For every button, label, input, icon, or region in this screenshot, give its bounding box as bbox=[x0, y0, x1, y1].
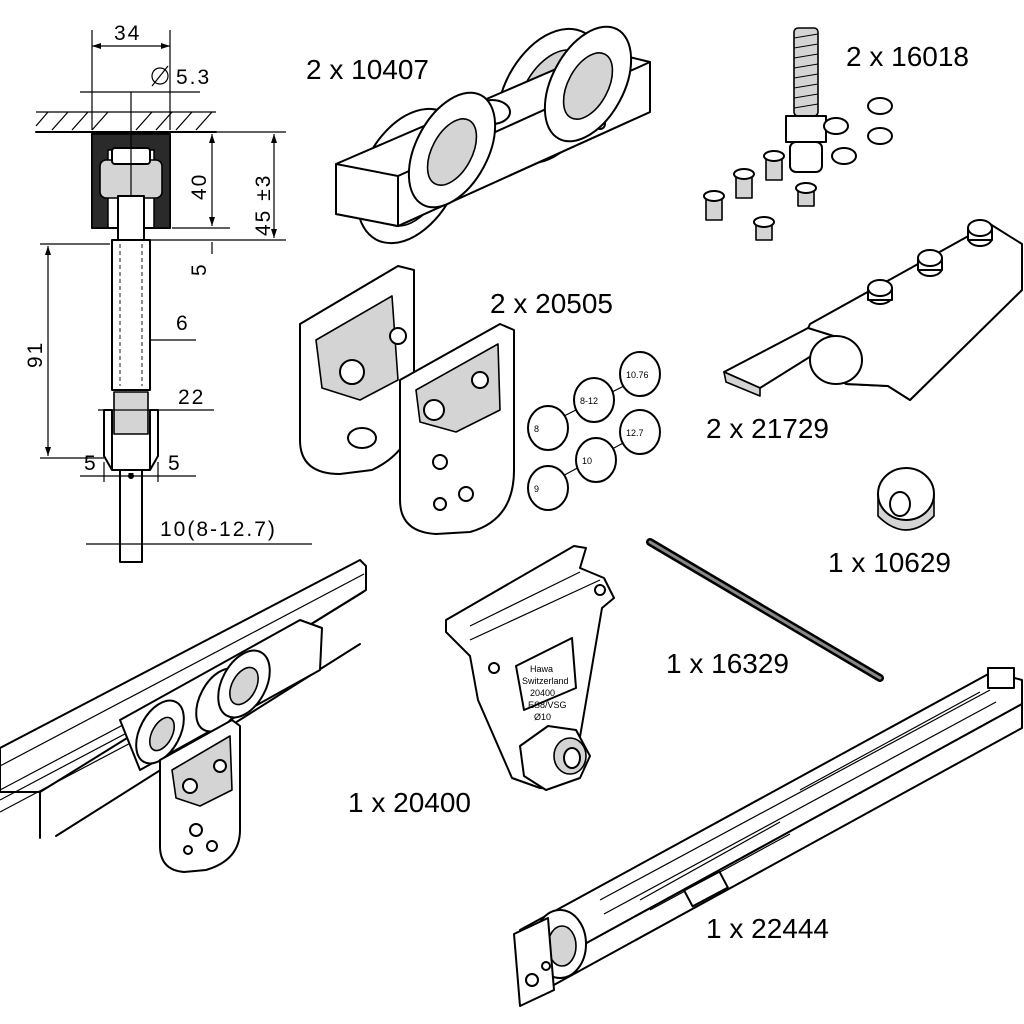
part-16018-bolt-set bbox=[703, 27, 893, 241]
dim-5-gap: 5 bbox=[188, 262, 211, 276]
svg-text:12.7: 12.7 bbox=[626, 428, 644, 438]
svg-text:9: 9 bbox=[534, 484, 539, 494]
part-21729-catch bbox=[723, 219, 1023, 401]
svg-text:10.76: 10.76 bbox=[626, 370, 649, 380]
label-10407: 2 x 10407 bbox=[306, 54, 429, 85]
dim-5-left: 5 bbox=[84, 452, 98, 475]
part-20400-hanger: Hawa Switzerland 20400 ES8/VSG Ø10 bbox=[445, 545, 615, 791]
dim-glass-thickness: 10(8-12.7) bbox=[160, 518, 277, 541]
svg-text:8-12: 8-12 bbox=[580, 396, 598, 406]
assembled-track-illustration bbox=[0, 559, 367, 873]
hanger-text-es8: ES8/VSG bbox=[528, 700, 567, 710]
part-10407-roller-carriage bbox=[335, 25, 651, 245]
dim-45: 45 ±3 bbox=[252, 174, 275, 236]
dim-5-right: 5 bbox=[168, 452, 182, 475]
dim-91: 91 bbox=[24, 341, 47, 368]
hanger-text-dia: Ø10 bbox=[534, 712, 551, 722]
hanger-text-code: 20400 bbox=[530, 688, 555, 698]
ceiling-hatch bbox=[35, 111, 217, 133]
label-10629: 1 x 10629 bbox=[828, 547, 951, 578]
part-16329-rod bbox=[646, 538, 884, 682]
glass-panel bbox=[119, 469, 143, 563]
cross-section-drawing: 34 5.3 40 45 ±3 5 91 6 22 5 5 10(8-12.7) bbox=[24, 22, 312, 563]
part-22444-softclose bbox=[513, 667, 1023, 1007]
part-10629-spacer bbox=[877, 467, 935, 531]
label-20400: 1 x 20400 bbox=[348, 787, 471, 818]
dim-hole: 5.3 bbox=[176, 66, 211, 89]
label-20505: 2 x 20505 bbox=[490, 288, 613, 319]
dim-22: 22 bbox=[178, 386, 205, 409]
label-16329: 1 x 16329 bbox=[666, 648, 789, 679]
label-21729: 2 x 21729 bbox=[706, 413, 829, 444]
label-22444: 1 x 22444 bbox=[706, 913, 829, 944]
dim-34: 34 bbox=[114, 22, 141, 45]
label-16018: 2 x 16018 bbox=[846, 41, 969, 72]
hanger-text-switzerland: Switzerland bbox=[522, 676, 569, 686]
dim-40: 40 bbox=[188, 173, 211, 200]
svg-text:8: 8 bbox=[534, 424, 539, 434]
door-clamp bbox=[111, 239, 151, 391]
part-20505-clamp-plates: 8-12 10.76 8 10 12.7 9 bbox=[299, 265, 661, 535]
hanger-text-hawa: Hawa bbox=[530, 664, 553, 674]
svg-text:10: 10 bbox=[582, 456, 592, 466]
dim-6: 6 bbox=[176, 312, 190, 335]
